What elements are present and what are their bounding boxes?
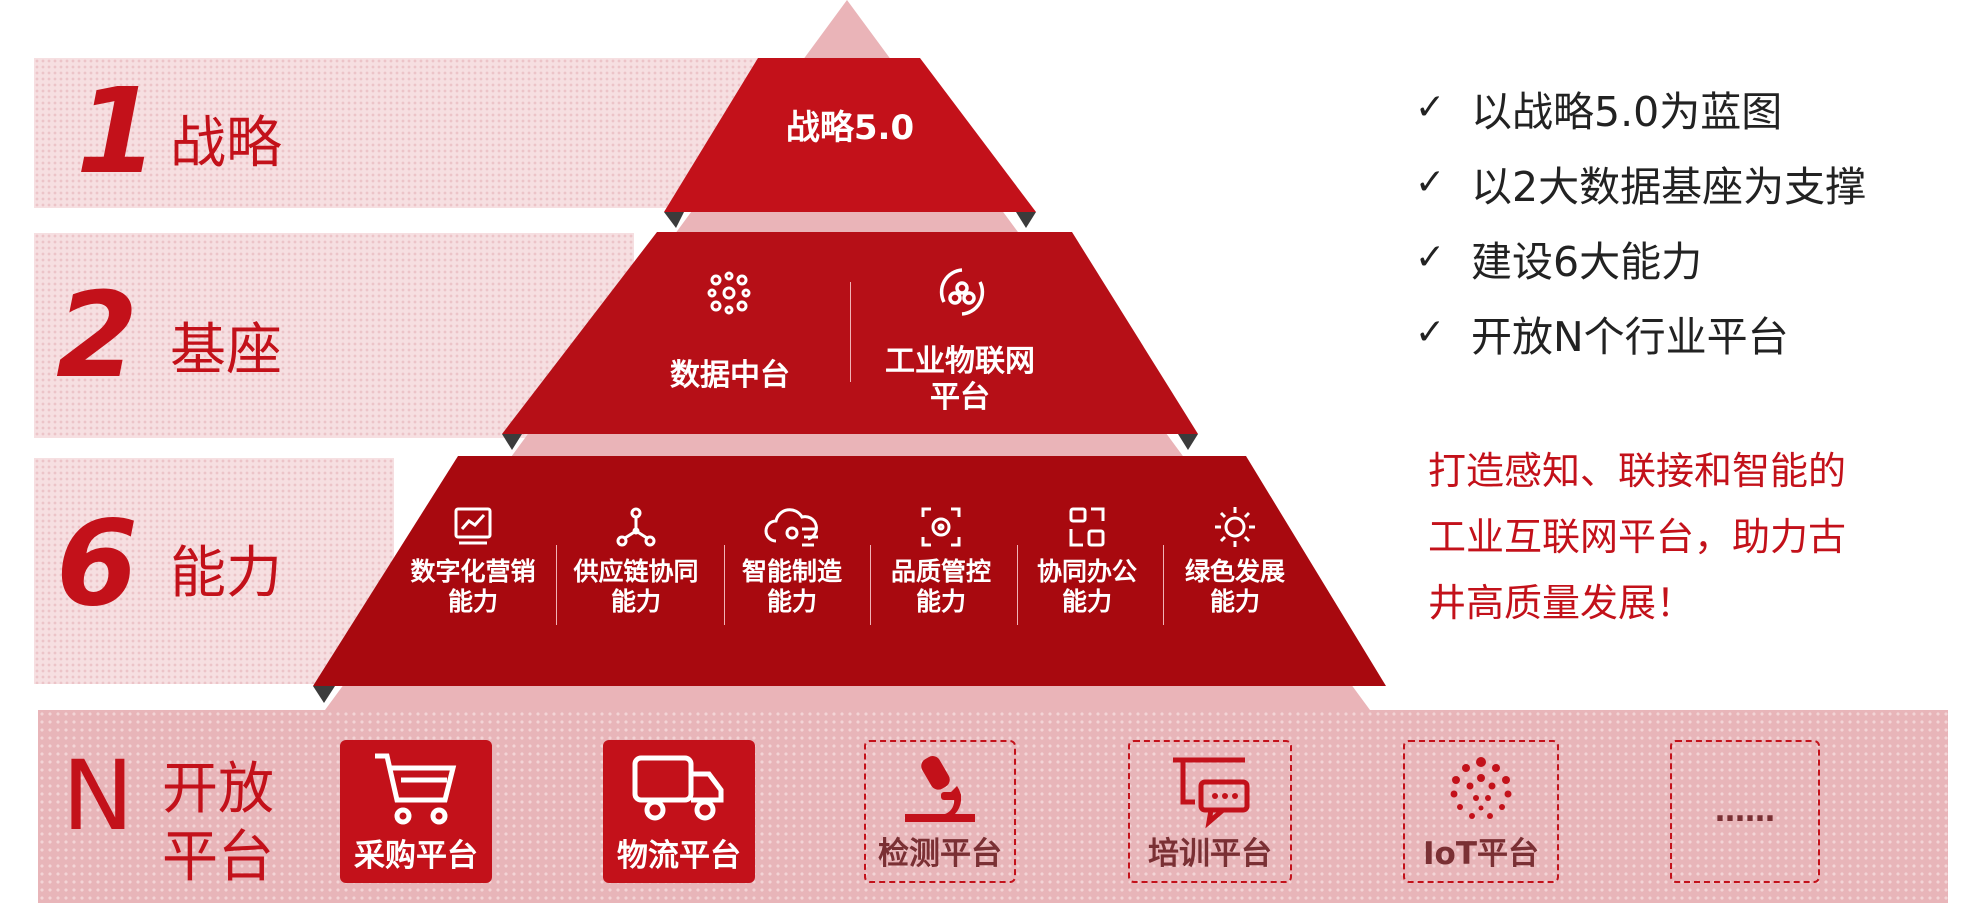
row-label-capability: 能力 — [170, 541, 282, 606]
tier-shadow-right — [1016, 212, 1036, 228]
checklist-text: 建设6大能力 — [1471, 237, 1703, 286]
platform-card-testing[interactable]: 检测平台 — [864, 740, 1016, 883]
divider — [850, 282, 851, 382]
checklist-item: ✓ 以战略5.0为蓝图 — [1415, 70, 1866, 145]
divider — [724, 545, 725, 625]
sun-icon — [1215, 507, 1255, 547]
capability-line1: 品质管控 — [890, 557, 991, 586]
capability-line2: 能力 — [1209, 587, 1260, 616]
iot-dots-icon — [1450, 757, 1512, 819]
check-icon: ✓ — [1415, 162, 1446, 203]
quality-scan-icon — [921, 507, 961, 547]
capability-line1: 协同办公 — [1036, 557, 1137, 586]
row-band-capability — [34, 458, 394, 684]
slogan: 打造感知、联接和智能的 工业互联网平台，助力古 井高质量发展！ — [1428, 438, 1868, 636]
row-label-strategy: 战略 — [170, 111, 282, 176]
checklist-item: ✓ 建设6大能力 — [1415, 220, 1866, 295]
cloud-gear-icon — [764, 508, 818, 547]
capability-item: 绿色发展 能力 — [1160, 505, 1310, 617]
check-icon: ✓ — [1415, 312, 1446, 353]
divider — [870, 545, 871, 625]
platform-label: IoT平台 — [1423, 836, 1539, 872]
capability-item: 协同办公 能力 — [1012, 505, 1162, 617]
capability-line2: 能力 — [610, 587, 661, 616]
check-icon: ✓ — [1415, 87, 1446, 128]
capability-line1: 智能制造 — [741, 557, 842, 586]
platform-card-iot[interactable]: IoT平台 — [1403, 740, 1559, 883]
capability-line2: 能力 — [447, 587, 498, 616]
capability-line1: 数字化营销 — [410, 557, 536, 586]
row-band-strategy — [34, 58, 794, 208]
truck-icon — [632, 755, 724, 821]
capability-line1: 供应链协同 — [573, 557, 699, 586]
training-board-icon — [1173, 757, 1250, 829]
divider — [1163, 545, 1164, 625]
divider — [556, 545, 557, 625]
capability-item: 供应链协同 能力 — [561, 505, 711, 617]
row-number-capability: 6 — [56, 494, 139, 632]
pyramid-tier-top — [664, 58, 1036, 212]
strategy-title: 战略5.0 — [785, 108, 915, 148]
platform-label: 培训平台 — [1148, 836, 1272, 872]
divider — [1017, 545, 1018, 625]
capability-item: 数字化营销 能力 — [398, 505, 548, 617]
tier-shadow-right — [1178, 434, 1198, 450]
base-item-label: 平台 — [930, 380, 990, 415]
checklist-item: ✓ 以2大数据基座为支撑 — [1415, 145, 1866, 220]
tier-shadow-left — [664, 212, 684, 228]
platform-label: 物流平台 — [617, 838, 741, 874]
capability-line1: 绿色发展 — [1184, 557, 1285, 586]
check-icon: ✓ — [1415, 237, 1446, 278]
capability-line2: 能力 — [915, 587, 966, 616]
microscope-icon — [905, 756, 975, 822]
row-label-platforms-line1: 开放 — [162, 757, 274, 822]
checklist-text: 以战略5.0为蓝图 — [1471, 87, 1783, 136]
tier-shadow-left — [313, 686, 335, 703]
chart-board-icon — [454, 507, 492, 545]
tier-shadow-left — [502, 434, 522, 450]
capability-item: 智能制造 能力 — [717, 505, 867, 617]
slogan-line: 工业互联网平台，助力古 — [1428, 515, 1847, 559]
capability-line2: 能力 — [766, 587, 817, 616]
checklist-text: 开放N个行业平台 — [1471, 312, 1789, 361]
capability-item: 品质管控 能力 — [866, 505, 1016, 617]
platform-card-logistics[interactable]: 物流平台 — [603, 740, 755, 883]
base-item-label: 工业物联网 — [885, 344, 1035, 379]
platform-label: …… — [1715, 794, 1775, 829]
slogan-line: 井高质量发展！ — [1428, 581, 1695, 625]
office-screens-icon — [1069, 507, 1105, 547]
checklist-item: ✓ 开放N个行业平台 — [1415, 295, 1866, 370]
row-number-foundation: 2 — [56, 266, 139, 404]
slogan-line: 打造感知、联接和智能的 — [1428, 449, 1847, 493]
platform-label: 采购平台 — [354, 838, 478, 874]
platform-card-training[interactable]: 培训平台 — [1128, 740, 1292, 883]
iot-network-icon — [934, 264, 990, 320]
row-label-platforms-line2: 平台 — [162, 825, 274, 890]
row-number-strategy: 1 — [76, 62, 159, 200]
platform-card-more[interactable]: …… — [1670, 740, 1820, 883]
network-nodes-icon — [616, 507, 656, 547]
checklist-text: 以2大数据基座为支撑 — [1471, 162, 1867, 211]
checklist: ✓ 以战略5.0为蓝图 ✓ 以2大数据基座为支撑 ✓ 建设6大能力 ✓ 开放N个… — [1415, 70, 1866, 370]
base-item-label: 数据中台 — [670, 358, 790, 393]
platform-label: 检测平台 — [878, 836, 1002, 872]
platform-card-procurement[interactable]: 采购平台 — [340, 740, 492, 883]
row-label-foundation: 基座 — [170, 318, 282, 383]
pyramid-tier-bottom — [313, 456, 1386, 686]
capability-line2: 能力 — [1061, 587, 1112, 616]
data-hub-icon — [706, 270, 752, 316]
shopping-cart-icon — [375, 753, 457, 825]
row-number-platforms: N — [62, 740, 134, 852]
